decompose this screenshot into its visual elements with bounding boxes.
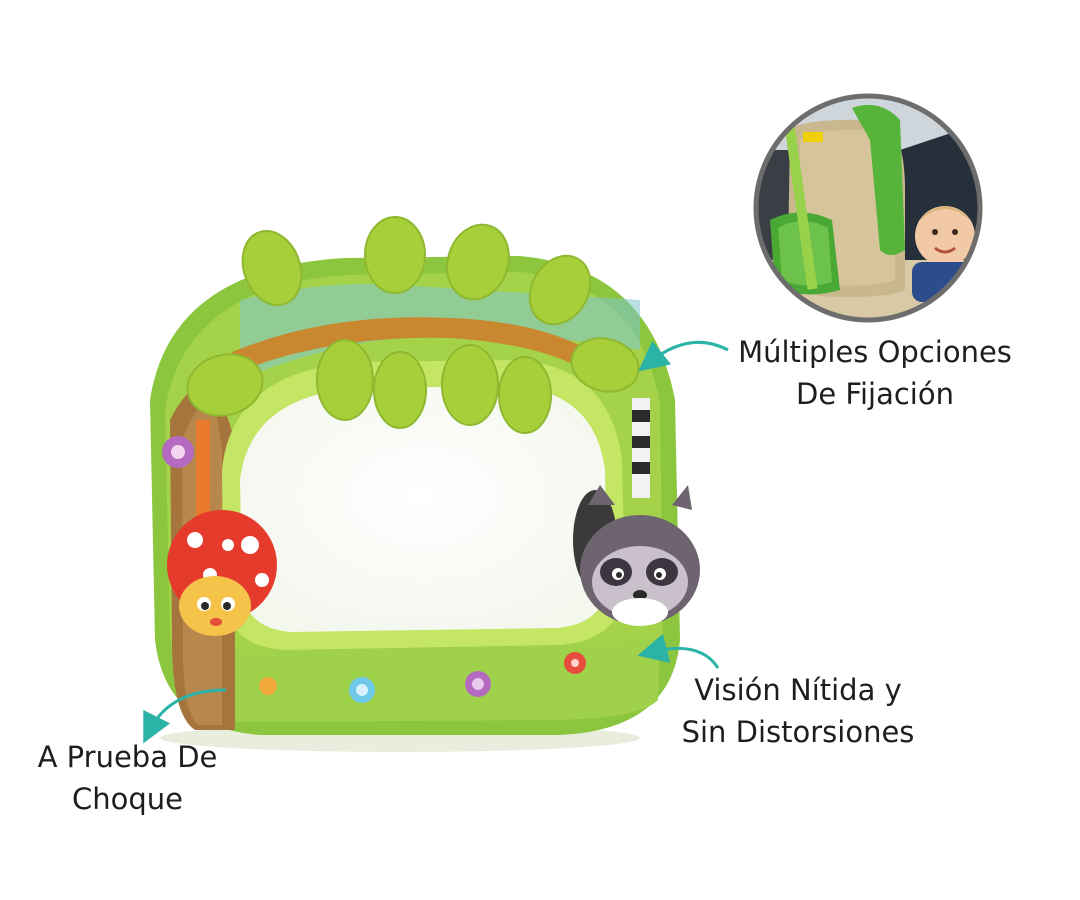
feature-label-crash: A Prueba De Choque [20,736,235,820]
leaves [186,216,640,434]
feature-label-mount-line2: De Fijación [796,377,954,411]
baby-car-seat-photo [753,93,983,323]
curved-arrow-icon-crash [143,688,227,744]
feature-label-vision: Visión Nítida y Sin Distorsiones [668,669,928,753]
feature-label-crash-line1: A Prueba De [37,740,218,774]
feature-label-crash-line2: Choque [71,782,183,816]
feature-label-mount-line1: Múltiples Opciones [738,335,1012,369]
feature-label-mount: Múltiples Opciones De Fijación [725,331,1025,415]
raccoon-toy [573,398,700,626]
curved-arrow-icon-vision [637,633,720,669]
ladybug-toy [167,420,277,636]
feature-label-vision-line2: Sin Distorsiones [681,715,915,749]
feature-label-vision-line1: Visión Nítida y [694,673,902,707]
toy-mirror-illustration [150,216,700,752]
curved-arrow-icon-mount [638,340,729,372]
